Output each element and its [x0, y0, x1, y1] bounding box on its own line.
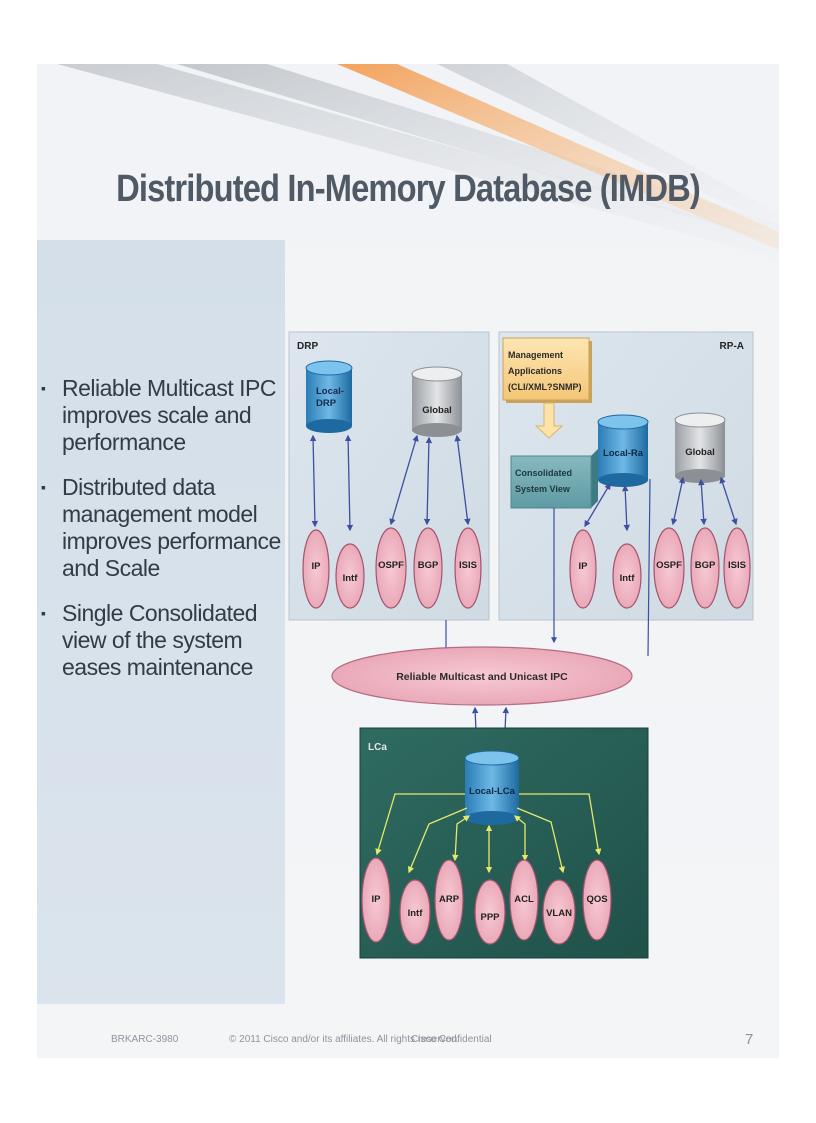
- drp-global-db-cylinder: [411, 366, 463, 437]
- drp-global-db-label: Global: [422, 405, 452, 416]
- process-node: [569, 529, 597, 609]
- lca-local-db-label: Local-LCa: [469, 786, 516, 797]
- slide: Distributed In-Memory Database (IMDB) Re…: [37, 64, 779, 1058]
- bullet-item: Reliable Multicast IPC improves scale an…: [41, 375, 281, 456]
- process-label: OSPF: [656, 560, 682, 571]
- process-label: PPP: [480, 912, 500, 923]
- bullet-panel: Reliable Multicast IPC improves scale an…: [37, 240, 285, 1004]
- rpa-local-db-label: Local-Ra: [603, 448, 644, 459]
- ipc-bus: [331, 646, 633, 706]
- drp-local-db-label: Local- DRP: [316, 386, 347, 409]
- process-node: [361, 857, 391, 943]
- process-node: [612, 543, 642, 609]
- process-node: [653, 527, 685, 609]
- process-label: IP: [312, 561, 322, 572]
- process-node: [302, 529, 330, 609]
- process-label: QOS: [586, 894, 607, 905]
- process-node: [434, 859, 464, 941]
- process-label: VLAN: [546, 908, 572, 919]
- process-label: ISIS: [728, 560, 746, 571]
- bullet-item: Single Consolidated view of the system e…: [41, 600, 281, 681]
- footer-confidential: Cisco Confidential: [411, 1034, 492, 1045]
- process-node: [509, 859, 539, 941]
- process-node: [690, 527, 720, 609]
- process-label: ARP: [439, 894, 460, 905]
- lca-local-db-cylinder: [464, 750, 520, 825]
- consolidated-view-box: [510, 449, 598, 509]
- ipc-label: Reliable Multicast and Unicast IPC: [396, 671, 568, 683]
- mgmt-down-arrow: [534, 402, 564, 439]
- process-label: ACL: [514, 894, 534, 905]
- drp-label: DRP: [297, 341, 318, 352]
- decorative-swoosh: [57, 64, 779, 259]
- process-label: Intf: [620, 573, 636, 584]
- footer-copyright: © 2011 Cisco and/or its affiliates. All …: [229, 1034, 460, 1045]
- process-node: [723, 527, 751, 609]
- mgmt-app-box: [502, 337, 592, 403]
- process-label: IP: [372, 894, 382, 905]
- lca-label: LCa: [368, 742, 387, 753]
- process-label: IP: [579, 561, 589, 572]
- drp-process-group: IP Intf OSPF BGP ISIS: [302, 527, 482, 609]
- drp-local-db-cylinder: [305, 360, 353, 433]
- mgmt-app-label: Management Applications (CLI/XML?SNMP): [508, 350, 582, 392]
- page-number: 7: [745, 1031, 754, 1048]
- footer-session-code: BRKARC-3980: [111, 1034, 179, 1045]
- rpa-local-db-cylinder: [597, 414, 649, 487]
- process-node: [375, 527, 407, 609]
- process-node: [399, 879, 431, 945]
- lca-fanout-arrows: [375, 793, 602, 874]
- process-node: [413, 527, 443, 609]
- process-label: BGP: [418, 560, 439, 571]
- bullet-item: Distributed data management model improv…: [41, 474, 281, 582]
- rpa-global-db-label: Global: [685, 447, 715, 458]
- rpa-process-group: IP Intf OSPF BGP ISIS: [569, 527, 751, 609]
- lca-process-group: IP Intf ARP PPP ACL VLAN QOS: [361, 857, 612, 945]
- process-label: ISIS: [459, 560, 477, 571]
- process-label: OSPF: [378, 560, 404, 571]
- process-node: [454, 527, 482, 609]
- rpa-global-db-cylinder: [674, 412, 726, 483]
- consolidated-view-label: Consolidated System View: [515, 468, 575, 494]
- process-node: [582, 859, 612, 941]
- process-node: [474, 879, 506, 945]
- process-node: [542, 879, 576, 945]
- process-label: Intf: [343, 573, 359, 584]
- process-label: Intf: [408, 908, 424, 919]
- bullet-list: Reliable Multicast IPC improves scale an…: [41, 375, 281, 699]
- process-label: BGP: [695, 560, 716, 571]
- imdb-diagram: DRP RP-A Local- DRP Global IP Intf OSPF BGP…: [288, 331, 754, 959]
- process-node: [335, 543, 365, 609]
- page-title: Distributed In-Memory Database (IMDB): [116, 168, 701, 210]
- rpa-label: RP-A: [720, 341, 744, 352]
